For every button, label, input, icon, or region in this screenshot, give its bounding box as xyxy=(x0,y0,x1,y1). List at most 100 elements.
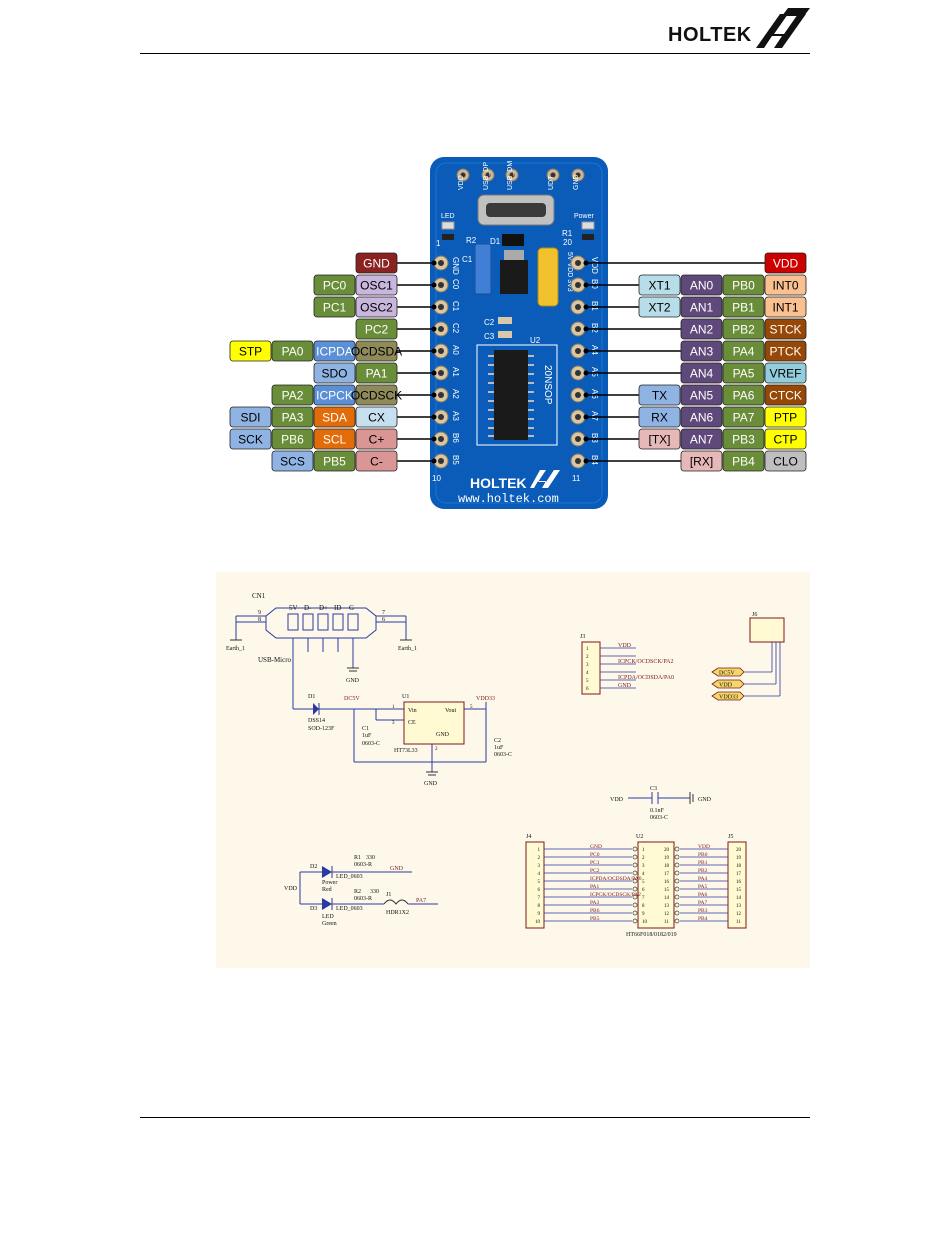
d2-label: Power xyxy=(322,880,337,886)
j5-ref: J5 xyxy=(728,834,733,840)
right-pin-silk: B2 xyxy=(590,323,599,333)
j6-net: DC5V xyxy=(719,671,735,677)
u2-left-net: PB5 xyxy=(590,916,600,922)
u2-left-net: PC0 xyxy=(590,852,600,858)
schematic: CN1 5V D- D+ ID G 9 8 7 6 Earth_1 Earth_… xyxy=(226,592,785,938)
pin-function-label xyxy=(313,340,356,362)
pin-function-text: PB1 xyxy=(732,301,755,315)
regulator-u1 xyxy=(500,260,528,294)
usb-pin-label: ID xyxy=(334,604,341,612)
pin-function-text: INT1 xyxy=(772,301,798,315)
u2-right-net: PB0 xyxy=(698,852,708,858)
u2-left-net: PA3 xyxy=(590,900,600,906)
pin-function-label xyxy=(764,296,807,318)
pin-function-text: AN3 xyxy=(690,345,714,359)
pin-function-text: INT0 xyxy=(772,279,798,293)
holtek-logo-mark-icon xyxy=(756,8,810,48)
capacitor-c1 xyxy=(474,243,492,295)
pin-function-text: OCDSCK xyxy=(351,389,402,403)
pin-function-text: PB5 xyxy=(323,455,346,469)
j3-net: GND xyxy=(618,683,632,689)
pin-function-label xyxy=(355,406,398,428)
u2-pin-num: 6 xyxy=(642,888,645,893)
pin-function-label xyxy=(638,274,681,296)
d1-ref: D1 xyxy=(308,694,315,700)
c2-val: 1uF xyxy=(494,745,504,751)
pin-function-label xyxy=(722,450,765,472)
pin-function-text: PTP xyxy=(774,411,797,425)
top-pin-label: USB_DM xyxy=(507,161,514,190)
right-pin-silk: A7 xyxy=(590,411,599,421)
pin-function-label xyxy=(722,296,765,318)
pin-function-text: ICPCK xyxy=(316,389,353,403)
j3-ref: J3 xyxy=(580,634,585,640)
j6-ref: J6 xyxy=(752,612,757,618)
right-pin-silk: A4 xyxy=(590,345,599,355)
holtek-logo-text: HOLTEK xyxy=(668,24,752,46)
u2-left-net: PC1 xyxy=(590,860,600,866)
pin-function-label xyxy=(722,362,765,384)
pin-function-text: PC2 xyxy=(365,323,389,337)
u2-ic xyxy=(637,841,675,929)
j1-part: HDR1X2 xyxy=(386,910,409,916)
diode-d1 xyxy=(502,234,524,246)
silk-r1: R1 xyxy=(562,229,573,238)
u2-left-net: ICPDA/OCDSDA/PA0 xyxy=(590,876,642,882)
c2-ref: C2 xyxy=(494,738,501,744)
top-pin-label: VDD xyxy=(458,175,465,190)
j4-header xyxy=(525,841,545,929)
pin-function-text: AN4 xyxy=(690,367,714,381)
pin-function-text: GND xyxy=(363,257,390,271)
pin-function-label xyxy=(680,340,723,362)
d3-pkg: LED_0603 xyxy=(336,906,363,912)
pin-function-label xyxy=(764,450,807,472)
pin-function-label xyxy=(638,428,681,450)
j4-pin-num: 10 xyxy=(535,920,541,925)
u2-pin-num: 10 xyxy=(642,920,648,925)
pin-function-text: PA7 xyxy=(733,411,755,425)
j3-pin-num: 6 xyxy=(586,687,589,692)
u2-left-net: PA1 xyxy=(590,884,600,890)
u2-right-net: PA7 xyxy=(698,900,708,906)
silk-c2: C2 xyxy=(484,318,495,327)
u2-pin-num: 18 xyxy=(664,864,670,869)
pin-function-text: PA3 xyxy=(282,411,304,425)
u2-left-net: GND xyxy=(590,844,602,850)
pin-function-label xyxy=(355,384,398,406)
pin-function-text: SCL xyxy=(323,433,347,447)
left-pin-silk: A3 xyxy=(451,411,460,421)
pin-function-text: ICPDA xyxy=(316,345,353,359)
u2-pin-num: 9 xyxy=(642,912,645,917)
pin-function-text: CX xyxy=(368,411,385,425)
left-pin-silk: GND xyxy=(451,257,460,275)
u2-right-net: VDD xyxy=(698,844,710,850)
resistor-r2 xyxy=(442,234,454,240)
pin-function-label xyxy=(680,318,723,340)
j6-net: VDD xyxy=(719,683,733,689)
pin-function-text: VDD xyxy=(773,257,799,271)
left-pin-silk: A2 xyxy=(451,389,460,399)
u2-pin-num: 3 xyxy=(642,864,645,869)
right-pin-silk: A6 xyxy=(590,389,599,399)
d3-color: Green xyxy=(322,921,337,927)
top-pin-label: UDT xyxy=(548,175,555,190)
top-pin-label: GND xyxy=(573,174,580,190)
pin-function-text: CTP xyxy=(774,433,798,447)
pin-function-label xyxy=(764,318,807,340)
pin-function-text: [RX] xyxy=(690,455,713,469)
pin-function-label xyxy=(680,274,723,296)
right-pin-silk: VDD xyxy=(590,257,599,274)
u1-ce: CE xyxy=(408,720,416,726)
right-pin-silk: B3 xyxy=(590,433,599,443)
pin-function-label xyxy=(764,384,807,406)
r1-ref: R1 xyxy=(354,855,361,861)
pin-function-text: AN1 xyxy=(690,301,714,315)
silk-pin10: 10 xyxy=(432,474,441,483)
silk-d1: D1 xyxy=(490,237,501,246)
j5-pin-num: 12 xyxy=(736,912,742,917)
pin-function-text: VREF xyxy=(769,367,801,381)
pin-function-label xyxy=(355,362,398,384)
pin-function-text: XT1 xyxy=(648,279,670,293)
u2-left-net: PB6 xyxy=(590,908,600,914)
j5-pin-num: 20 xyxy=(736,848,742,853)
